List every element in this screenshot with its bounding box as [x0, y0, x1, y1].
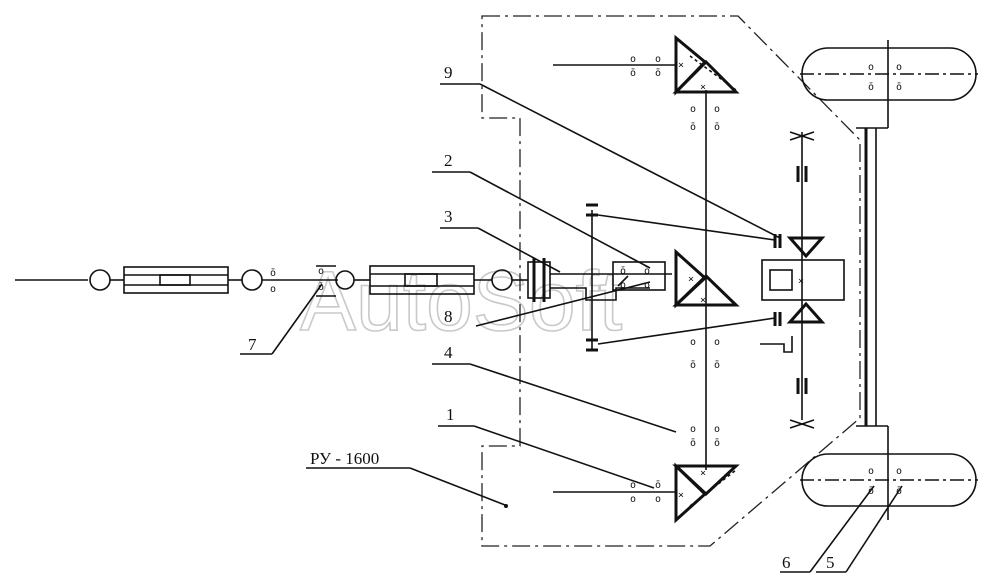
svg-text:×: ×	[700, 295, 706, 306]
svg-text:o: o	[620, 280, 626, 291]
svg-text:ō: ō	[714, 438, 720, 449]
svg-text:ō: ō	[868, 82, 874, 93]
svg-text:o: o	[655, 54, 661, 65]
svg-text:o: o	[270, 284, 276, 295]
svg-text:×: ×	[798, 276, 804, 287]
assembly-label: РУ - 1600	[310, 449, 379, 468]
top-bevel-gear: o o ō ō × × o o ō ō	[553, 34, 740, 133]
input-shaft-bearings: ō o o ō	[270, 265, 336, 297]
svg-text:o: o	[644, 280, 650, 291]
svg-text:×: ×	[678, 490, 684, 501]
callout-6: 6	[782, 553, 791, 572]
svg-text:o: o	[714, 424, 720, 435]
svg-text:ō: ō	[655, 480, 661, 491]
callout-7: 7	[248, 335, 257, 354]
svg-text:ō: ō	[318, 282, 324, 293]
svg-text:ō: ō	[714, 122, 720, 133]
svg-text:o: o	[896, 466, 902, 477]
svg-text:o: o	[655, 494, 661, 505]
svg-text:ō: ō	[896, 82, 902, 93]
watermark-text: AutoSoft	[300, 254, 622, 348]
svg-text:×: ×	[678, 60, 684, 71]
svg-text:ō: ō	[714, 360, 720, 371]
bottom-bevel-gear: ō ō o o × ×	[553, 462, 740, 524]
svg-text:o: o	[318, 266, 324, 277]
shift-lever-shaft	[586, 203, 776, 352]
svg-text:ō: ō	[655, 68, 661, 79]
callout-2: 2	[444, 151, 453, 170]
svg-text:o: o	[896, 62, 902, 73]
svg-text:o: o	[868, 62, 874, 73]
svg-text:o: o	[630, 494, 636, 505]
svg-text:ō: ō	[868, 486, 874, 497]
leader-lines	[240, 83, 903, 573]
svg-text:×: ×	[688, 274, 694, 285]
svg-text:ō: ō	[690, 438, 696, 449]
svg-text:ō: ō	[630, 480, 636, 491]
svg-text:o: o	[690, 337, 696, 348]
callout-4: 4	[444, 343, 453, 362]
callout-3: 3	[444, 207, 453, 226]
callout-5: 5	[826, 553, 835, 572]
svg-text:o: o	[690, 104, 696, 115]
svg-text:ō: ō	[644, 266, 650, 277]
svg-text:ō: ō	[690, 122, 696, 133]
wheel-axle	[856, 40, 889, 520]
svg-text:ō: ō	[630, 68, 636, 79]
svg-text:ō: ō	[270, 268, 276, 279]
callout-1: 1	[446, 405, 455, 424]
callout-8: 8	[444, 307, 453, 326]
svg-text:o: o	[714, 104, 720, 115]
input-drive-line	[15, 265, 528, 295]
callout-9: 9	[444, 63, 453, 82]
svg-text:o: o	[630, 54, 636, 65]
svg-text:ō: ō	[620, 266, 626, 277]
svg-text:o: o	[690, 424, 696, 435]
svg-text:o: o	[714, 337, 720, 348]
svg-text:o: o	[868, 466, 874, 477]
svg-text:ō: ō	[690, 360, 696, 371]
housing-outline	[481, 15, 861, 547]
middle-bevel-gear: × × o o ō ō o o ō ō	[672, 248, 740, 449]
svg-text:×: ×	[700, 468, 706, 479]
differential-unit: ×	[760, 131, 845, 429]
svg-text:×: ×	[700, 82, 706, 93]
